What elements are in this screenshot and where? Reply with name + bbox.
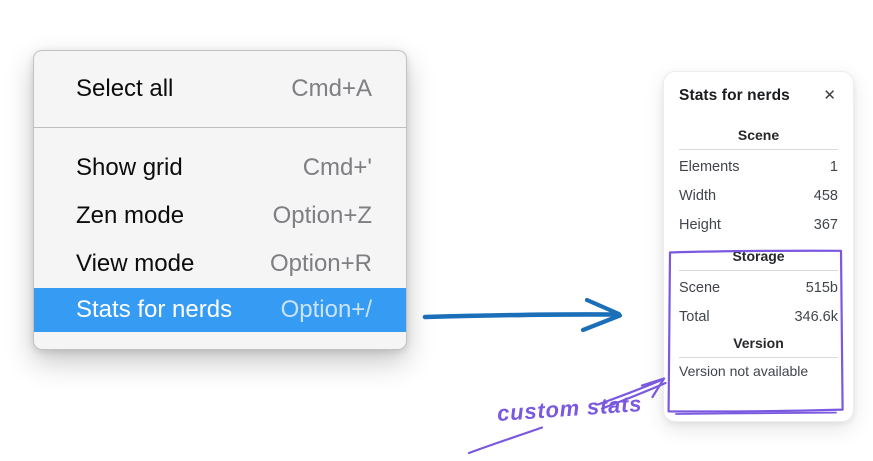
menu-item-stats-for-nerds[interactable]: Stats for nerds Option+/ bbox=[34, 288, 406, 332]
stat-row-height: Height 367 bbox=[679, 210, 838, 239]
menu-section: Show grid Cmd+' Zen mode Option+Z View m… bbox=[34, 144, 406, 332]
menu-item-view-mode[interactable]: View mode Option+R bbox=[34, 240, 406, 288]
stat-value: 367 bbox=[813, 216, 838, 233]
stat-value: 1 bbox=[829, 158, 838, 175]
menu-item-label: Zen mode bbox=[76, 202, 185, 229]
custom-stats-label: custom stats bbox=[496, 390, 643, 427]
stat-label: Scene bbox=[679, 279, 721, 296]
stat-value: 346.6k bbox=[794, 308, 838, 325]
menu-item-shortcut: Cmd+A bbox=[291, 75, 372, 102]
menu-item-label: Stats for nerds bbox=[76, 296, 233, 323]
stat-label: Width bbox=[679, 187, 717, 204]
menu-item-show-grid[interactable]: Show grid Cmd+' bbox=[34, 144, 406, 192]
divider bbox=[679, 357, 838, 358]
menu-section: Select all Cmd+A bbox=[34, 67, 406, 111]
menu-item-shortcut: Option+R bbox=[269, 250, 372, 277]
divider bbox=[679, 270, 838, 271]
stat-label: Elements bbox=[679, 158, 740, 175]
stat-row-scene-storage: Scene 515b bbox=[679, 273, 838, 302]
menu-item-select-all[interactable]: Select all Cmd+A bbox=[34, 67, 406, 111]
close-icon[interactable]: ✕ bbox=[823, 87, 836, 104]
blue-arrow bbox=[422, 297, 623, 333]
stats-panel: Stats for nerds ✕ Scene Elements 1 Width… bbox=[663, 71, 854, 422]
stat-label: Height bbox=[679, 216, 721, 233]
stat-value: 458 bbox=[813, 187, 838, 204]
stat-row-total-storage: Total 346.6k bbox=[679, 302, 838, 331]
divider bbox=[679, 149, 838, 150]
menu-item-label: Show grid bbox=[76, 154, 183, 181]
context-menu: Select all Cmd+A Show grid Cmd+' Zen mod… bbox=[33, 50, 407, 350]
stats-panel-header: Stats for nerds ✕ bbox=[679, 86, 838, 105]
stat-value: 515b bbox=[805, 279, 838, 296]
version-note: Version not available bbox=[679, 363, 809, 379]
stat-label: Total bbox=[679, 308, 710, 325]
stat-row-elements: Elements 1 bbox=[679, 152, 838, 181]
menu-divider bbox=[34, 127, 406, 128]
stats-panel-title: Stats for nerds bbox=[679, 86, 790, 104]
menu-item-label: Select all bbox=[76, 75, 174, 102]
menu-item-shortcut: Option+Z bbox=[272, 202, 372, 229]
section-heading-scene: Scene bbox=[737, 127, 780, 143]
menu-item-zen-mode[interactable]: Zen mode Option+Z bbox=[34, 192, 406, 240]
menu-item-label: View mode bbox=[76, 250, 195, 277]
section-heading-storage: Storage bbox=[732, 248, 785, 264]
menu-item-shortcut: Cmd+' bbox=[302, 154, 372, 181]
stat-row-width: Width 458 bbox=[679, 181, 838, 210]
menu-item-shortcut: Option+/ bbox=[280, 296, 372, 323]
section-heading-version: Version bbox=[733, 335, 784, 351]
